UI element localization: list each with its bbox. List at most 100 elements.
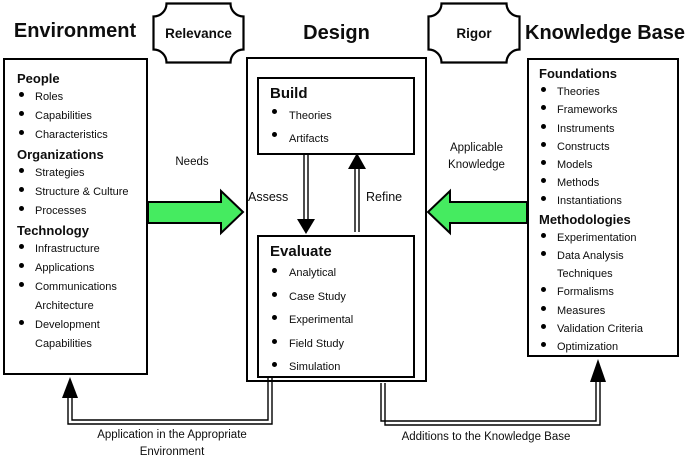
- application-environment-label: Application in the Appropriate Environme…: [97, 429, 247, 458]
- build-box: Build Theories Artifacts: [257, 77, 415, 155]
- bullet-icon: [19, 244, 24, 249]
- list-item-label: Capabilities: [35, 110, 92, 122]
- list-item: Roles: [17, 88, 142, 107]
- rigor-label: Rigor: [456, 25, 492, 41]
- bullet-icon: [541, 287, 546, 293]
- bullet-icon: [541, 178, 546, 184]
- list-item: Analytical: [259, 262, 413, 286]
- list-item: Measures: [539, 302, 667, 320]
- list-item-label: Characteristics: [35, 129, 108, 141]
- list-item-label: Constructs: [557, 140, 610, 153]
- rigor-plaque: Rigor: [427, 2, 521, 64]
- list-item: Theories: [539, 83, 667, 101]
- bullet-icon: [19, 320, 24, 325]
- list-item-label: Development Capabilities: [35, 319, 100, 350]
- list-item: Validation Criteria: [539, 320, 667, 338]
- list-item-label: Models: [557, 159, 593, 172]
- list-item: Constructs: [539, 138, 667, 156]
- list-item: Simulation: [259, 356, 413, 380]
- evaluate-box: Evaluate Analytical Case Study: [257, 235, 415, 378]
- list-item: Applications: [17, 259, 142, 278]
- knowledge-base-list: Foundations Theories Frameworks: [529, 60, 677, 355]
- environment-box: People Roles Capabilities: [3, 58, 148, 375]
- evaluate-title: Evaluate: [270, 243, 332, 260]
- section-title: Foundations: [539, 66, 617, 81]
- list-item: Strategies: [17, 164, 142, 183]
- list-item-label: Instruments: [557, 122, 615, 135]
- bullet-icon: [19, 282, 24, 287]
- list-item: Experimental: [259, 309, 413, 333]
- section-title: Organizations: [17, 147, 104, 162]
- list-section: Foundations Theories Frameworks: [539, 65, 667, 211]
- list-item-label: Strategies: [35, 167, 85, 179]
- applicable-knowledge-label: Applicable Knowledge: [448, 142, 505, 171]
- list-item: Models: [539, 156, 667, 174]
- bullet-icon: [19, 111, 24, 116]
- bullet-icon: [541, 232, 546, 238]
- bullet-icon: [272, 362, 277, 367]
- build-list: Theories Artifacts: [259, 105, 413, 150]
- list-item-label: Frameworks: [557, 104, 618, 117]
- list-item-label: Validation Criteria: [557, 322, 644, 335]
- bullet-icon: [541, 342, 546, 348]
- bullet-icon: [541, 141, 546, 147]
- list-item: Data Analysis Techniques: [539, 247, 667, 283]
- list-item: Methods: [539, 174, 667, 192]
- design-box: Build Theories Artifacts Evaluate: [246, 57, 427, 382]
- list-item: Theories: [259, 105, 413, 127]
- bullet-icon: [272, 268, 277, 273]
- list-item: Communications Architecture: [17, 278, 142, 316]
- refine-label: Refine: [366, 190, 403, 204]
- bullet-icon: [272, 291, 277, 297]
- list-section: Methodologies Experimentation Data Analy…: [539, 211, 667, 355]
- list-item-label: Case Study: [289, 290, 346, 303]
- list-item-label: Artifacts: [289, 133, 329, 145]
- bullet-icon: [541, 87, 546, 93]
- list-item: Infrastructure: [17, 240, 142, 259]
- list-item-label: Measures: [557, 304, 606, 317]
- bullet-icon: [541, 196, 546, 202]
- additions-knowledge-label: Additions to the Knowledge Base: [401, 431, 571, 443]
- relevance-plaque: Relevance: [152, 2, 245, 64]
- bullet-icon: [19, 168, 24, 173]
- list-item: Formalisms: [539, 283, 667, 301]
- bullet-icon: [19, 263, 24, 268]
- section-title: People: [17, 71, 60, 86]
- section-title: Technology: [17, 223, 89, 238]
- relevance-label: Relevance: [165, 25, 232, 41]
- plaque-shape: [152, 2, 245, 64]
- list-item-label: Structure & Culture: [35, 186, 129, 198]
- list-item-label: Formalisms: [557, 286, 614, 299]
- applicable-knowledge-arrow: [426, 188, 528, 236]
- list-section: People Roles Capabilities: [17, 69, 142, 145]
- list-item-label: Applications: [35, 262, 95, 274]
- list-item-label: Infrastructure: [35, 243, 100, 255]
- list-item-label: Experimentation: [557, 231, 637, 244]
- list-item: Instantiations: [539, 192, 667, 210]
- bullet-icon: [19, 92, 24, 97]
- bullet-icon: [541, 160, 546, 166]
- list-item: Case Study: [259, 286, 413, 310]
- application-feedback-arrow: [62, 377, 273, 425]
- bullet-icon: [541, 251, 546, 257]
- list-item-label: Theories: [557, 86, 600, 99]
- list-item-label: Methods: [557, 177, 600, 190]
- environment-heading: Environment: [13, 20, 137, 42]
- list-item: Capabilities: [17, 107, 142, 126]
- bullet-icon: [19, 187, 24, 192]
- list-section: Organizations Strategies Structure & Cul…: [17, 145, 142, 221]
- needs-label: Needs: [175, 156, 209, 168]
- list-item: Structure & Culture: [17, 183, 142, 202]
- list-item: Characteristics: [17, 126, 142, 145]
- bullet-icon: [541, 305, 546, 311]
- list-item: Optimization: [539, 338, 667, 355]
- list-item-label: Theories: [289, 110, 332, 122]
- bullet-icon: [541, 105, 546, 111]
- list-item: Instruments: [539, 120, 667, 138]
- bullet-icon: [541, 123, 546, 129]
- list-item-label: Data Analysis Techniques: [557, 250, 624, 281]
- list-section: Technology Infrastructure Applications: [17, 221, 142, 354]
- list-item-label: Field Study: [289, 337, 345, 350]
- list-item-label: Roles: [35, 91, 64, 103]
